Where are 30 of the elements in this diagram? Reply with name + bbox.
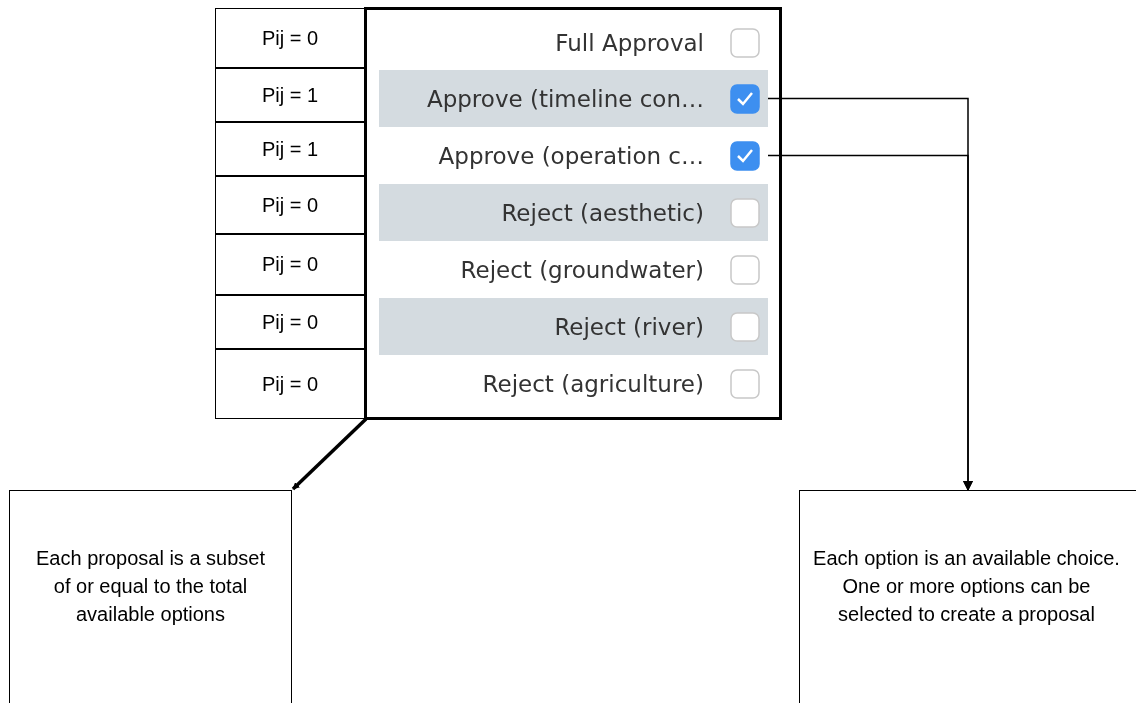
note-text: Each option is an available choice. One or more options can be selected to create a proposal xyxy=(812,546,1121,627)
value-cell xyxy=(215,349,365,419)
note-box xyxy=(799,490,1136,703)
value-cell xyxy=(215,234,365,295)
note-box xyxy=(9,490,292,703)
option-row xyxy=(379,70,768,127)
value-cell xyxy=(215,122,365,176)
cell-value: Pij = 0 xyxy=(261,310,319,334)
arrow xyxy=(291,417,368,491)
option-label: Reject (groundwater) xyxy=(460,256,704,283)
option-row xyxy=(379,184,768,241)
value-cell xyxy=(215,176,365,234)
value-cell xyxy=(215,295,365,349)
cell-value: Pij = 1 xyxy=(261,137,319,161)
option-row xyxy=(379,298,768,355)
note-text: Each proposal is a subset of or equal to the total available options xyxy=(35,546,266,627)
options-panel xyxy=(364,7,782,420)
option-label: Approve (timeline con… xyxy=(426,85,704,112)
cell-value: Pij = 1 xyxy=(261,83,319,107)
option-label: Full Approval xyxy=(555,29,704,56)
value-cell xyxy=(215,68,365,122)
cell-value: Pij = 0 xyxy=(261,253,319,276)
cell-value: Pij = 0 xyxy=(261,26,319,50)
option-label: Reject (river) xyxy=(554,313,704,340)
value-cell xyxy=(215,8,365,68)
option-label: Approve (operation c… xyxy=(438,142,704,169)
cell-value: Pij = 0 xyxy=(261,372,319,396)
option-label: Reject (agriculture) xyxy=(482,370,704,397)
cell-value: Pij = 0 xyxy=(261,193,319,217)
option-label: Reject (aesthetic) xyxy=(501,199,704,226)
